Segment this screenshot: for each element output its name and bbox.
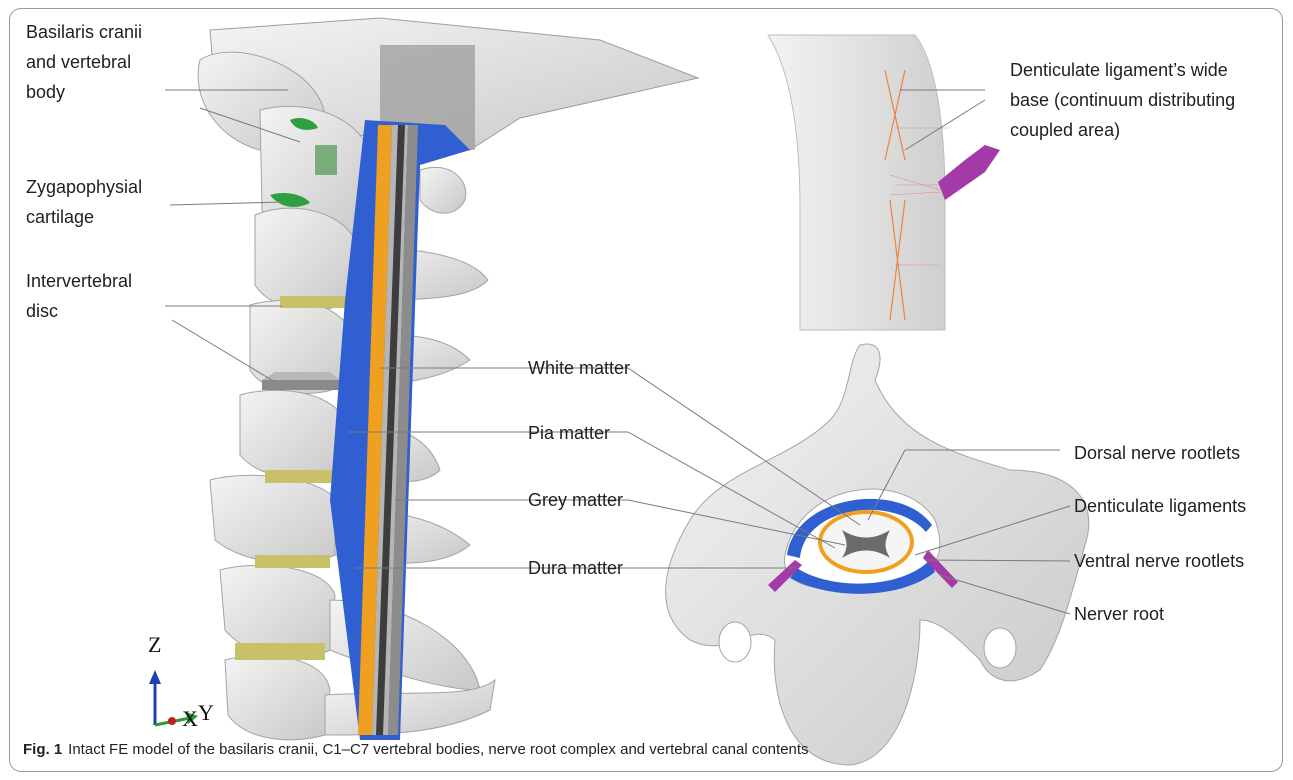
caption-prefix: Fig. 1 (23, 741, 62, 758)
caption-text: Intact FE model of the basilaris cranii,… (68, 741, 808, 758)
label-denticulate-ligaments: Denticulate ligaments (1074, 491, 1246, 521)
label-intervertebral-disc: Intervertebral disc (26, 266, 132, 326)
label-nerve-root: Nerver root (1074, 599, 1164, 629)
label-dura-matter: Dura matter (528, 553, 623, 583)
label-dorsal-nerve-rootlets: Dorsal nerve rootlets (1074, 438, 1240, 468)
cord-segment-detail (768, 35, 1000, 330)
label-basilaris-cranii: Basilaris cranii and vertebral body (26, 17, 142, 107)
label-grey-matter: Grey matter (528, 485, 623, 515)
label-pia-matter: Pia matter (528, 418, 610, 448)
axis-label-x: X (182, 706, 198, 732)
axis-label-z: Z (148, 632, 161, 658)
label-ventral-nerve-rootlets: Ventral nerve rootlets (1074, 546, 1244, 576)
axial-vertebra (666, 344, 1089, 765)
label-white-matter: White matter (528, 353, 630, 383)
axis-label-y: Y (198, 700, 214, 726)
label-zygapophysial-cartilage: Zygapophysial cartilage (26, 172, 142, 232)
figure-caption: Fig. 1 Intact FE model of the basilaris c… (23, 741, 809, 758)
label-denticulate-base: Denticulate ligament’s wide base (contin… (1010, 55, 1235, 145)
